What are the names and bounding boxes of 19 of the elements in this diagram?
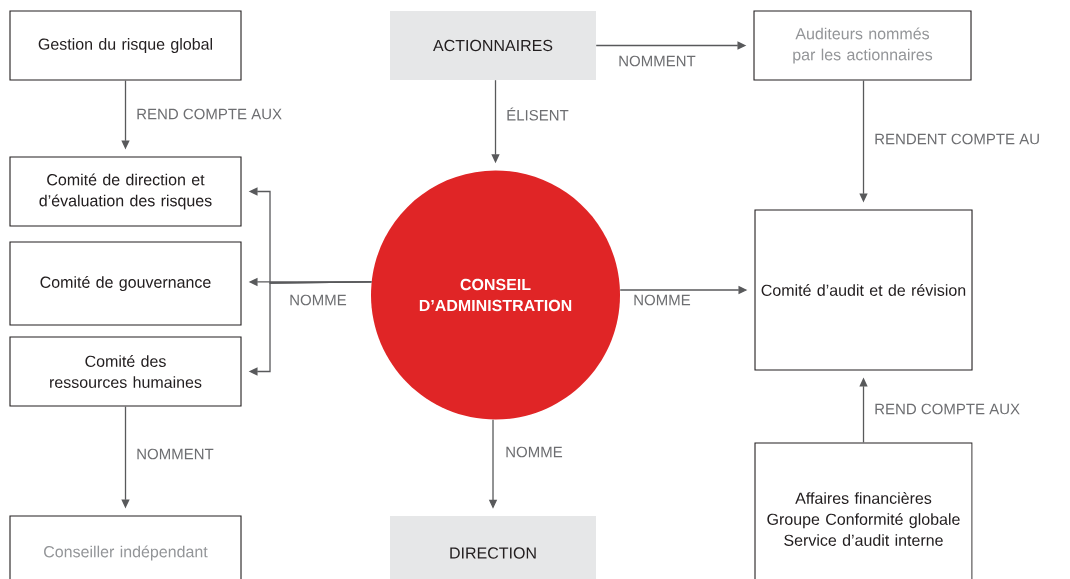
org-box: Comité des ressources humaines: [9, 336, 242, 407]
org-box: Comité d’audit et de révision: [754, 209, 973, 371]
org-box: Comité de direction et d’évaluation des risques: [9, 156, 242, 227]
edge-label: NOMME: [288, 293, 348, 307]
org-box: Comité de gouvernance: [9, 241, 242, 326]
edge-label: NOMME: [632, 293, 692, 307]
edge-label: ÉLISENT: [505, 106, 570, 122]
edge-label: RENDENT COMPTE AU: [873, 132, 1042, 146]
edge-label: NOMME: [504, 445, 564, 459]
org-box: Conseiller indépendant: [9, 515, 242, 579]
edge-label: REND COMPTE AUX: [135, 107, 284, 121]
org-box: Auditeurs nommés par les actionnaires: [753, 10, 972, 81]
management-box: DIRECTION: [390, 516, 596, 579]
edge-label: NOMMENT: [617, 54, 697, 68]
shareholder-box: ACTIONNAIRES: [390, 11, 596, 80]
edge-label: NOMMENT: [135, 447, 215, 461]
org-box: Gestion du risque global: [9, 10, 242, 81]
edge-label: REND COMPTE AUX: [873, 402, 1022, 416]
org-box: Affaires financières Groupe Conformité globale Service d’audit interne: [754, 442, 973, 579]
